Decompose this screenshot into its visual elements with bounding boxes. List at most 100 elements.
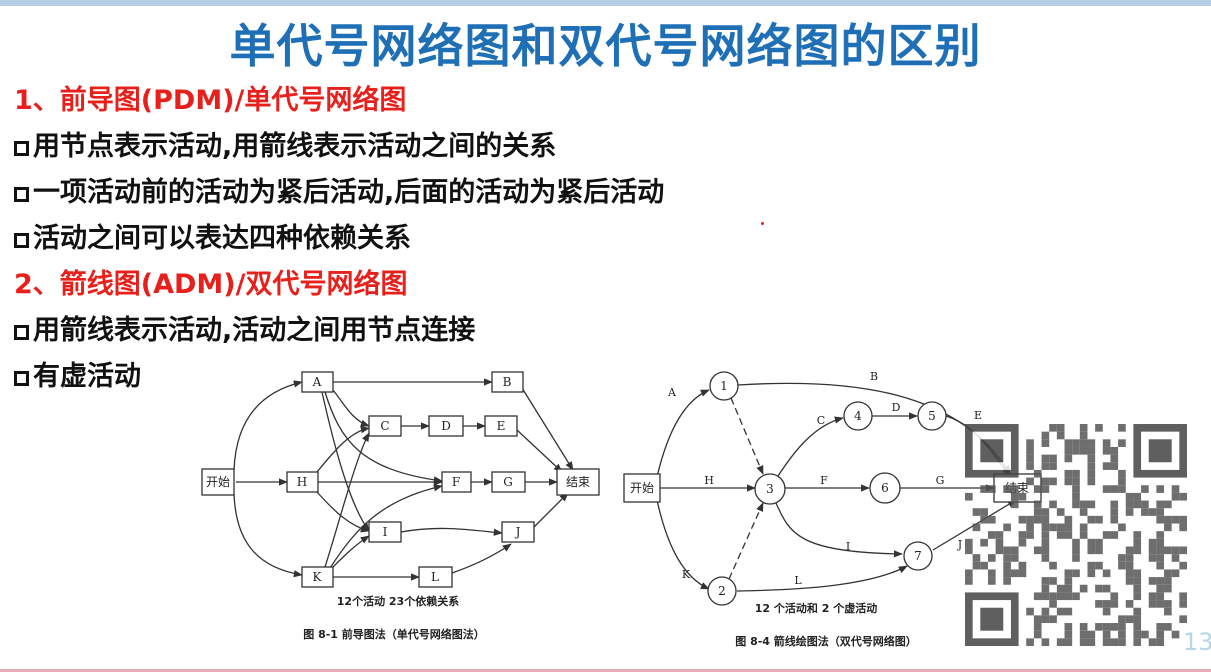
- adm-label-3: 3: [766, 482, 774, 496]
- checkbox-bullet-icon: [14, 233, 29, 248]
- adm-heading: 2、箭线图(ADM)/双代号网络图: [14, 269, 408, 300]
- pdm-node-a: [301, 371, 334, 393]
- adm-caption: 图 8-4 箭线绘图法（双代号网络图）: [735, 634, 917, 648]
- adm-point-1-text: 用箭线表示活动,活动之间用节点连接: [33, 315, 476, 346]
- adm-node-6: [869, 472, 901, 504]
- adm-label-2: 2: [718, 584, 726, 598]
- adm-edge-label-c: C: [817, 414, 825, 427]
- pdm-label-f: F: [452, 475, 460, 489]
- pdm-node-c: [368, 415, 402, 437]
- pdm-label-d: D: [441, 419, 451, 433]
- pdm-node-j: [501, 521, 535, 543]
- pdm-node-labels: 开始 A B C D E H F G 结束 I J K L 12个活动 23个依…: [206, 375, 590, 641]
- pdm-label-start: 开始: [206, 475, 230, 489]
- pdm-node-i: [368, 521, 402, 543]
- pdm-point-2-text: 一项活动前的活动为紧后活动,后面的活动为紧后活动: [33, 177, 665, 208]
- pdm-node-f: [441, 471, 472, 493]
- pdm-label-a: A: [312, 375, 322, 389]
- pdm-point-1: 用节点表示活动,用箭线表示活动之间的关系: [14, 124, 556, 163]
- adm-edge-l: [736, 565, 908, 592]
- pdm-label-end: 结束: [566, 475, 590, 489]
- adm-edge-label-j: J: [957, 538, 962, 551]
- adm-node-start: [623, 473, 661, 503]
- pdm-label-j: J: [514, 525, 521, 539]
- pdm-node-g: [491, 471, 526, 493]
- pdm-node-l: [418, 566, 453, 588]
- bottom-accent-bar: [0, 669, 1211, 672]
- pdm-node-b: [491, 371, 524, 393]
- pdm-edge-b-end: [521, 387, 574, 471]
- pdm-label-h: H: [297, 475, 307, 489]
- pdm-heading: 1、前导图(PDM)/单代号网络图: [14, 85, 407, 116]
- adm-edge-label-d: D: [892, 401, 901, 414]
- adm-labels: 开始 1 2 3 4 5 6 7 结束 A B C D E F G H I J …: [630, 370, 1029, 648]
- pdm-edge-start-a: [233, 380, 303, 471]
- qr-code-image: [965, 424, 1187, 646]
- adm-edge-label-b: B: [870, 370, 878, 383]
- pdm-node-h: [286, 471, 319, 493]
- pdm-caption: 图 8-1 前导图法（单代号网络图法）: [303, 627, 485, 641]
- pdm-label-g: G: [503, 475, 513, 489]
- checkbox-bullet-icon: [14, 141, 29, 156]
- adm-point-2: 有虚活动: [14, 354, 141, 393]
- pdm-edge-h-c: [316, 426, 370, 473]
- adm-node-4: [843, 401, 873, 431]
- checkbox-bullet-icon: [14, 371, 29, 386]
- adm-node-3: [754, 473, 786, 505]
- pdm-point-3-text: 活动之间可以表达四种依赖关系: [33, 223, 411, 254]
- adm-node-7: [903, 541, 933, 571]
- adm-dummy-1-3: [730, 397, 764, 475]
- adm-edge-label-l: L: [794, 574, 802, 587]
- pdm-node-start: [201, 468, 235, 496]
- pdm-point-3: 活动之间可以表达四种依赖关系: [14, 216, 411, 255]
- adm-edge-label-i: I: [846, 540, 850, 553]
- adm-point-1: 用箭线表示活动,活动之间用节点连接: [14, 308, 475, 347]
- pdm-edge-h-i: [316, 491, 370, 533]
- pdm-label-k: K: [313, 570, 323, 584]
- adm-dummy-2-3: [728, 502, 764, 580]
- pdm-edge-start-k: [233, 493, 303, 578]
- adm-node-5: [917, 401, 947, 431]
- pdm-edge-i-j: [400, 527, 503, 536]
- adm-label-6: 6: [881, 481, 889, 495]
- pdm-node-k: [301, 566, 334, 588]
- pdm-label-b: B: [503, 375, 512, 389]
- pdm-edge-j-end: [532, 492, 569, 529]
- adm-edge-label-e: E: [974, 409, 982, 422]
- pdm-edge-a-c: [332, 389, 370, 427]
- pdm-label-i: I: [383, 525, 388, 539]
- adm-diagram: [623, 371, 1042, 606]
- pdm-edge-k-f: [329, 484, 443, 569]
- pdm-summary: 12个活动 23个依赖关系: [337, 594, 459, 608]
- adm-edge-label-k: K: [682, 568, 691, 581]
- adm-summary: 12 个活动和 2 个虚活动: [755, 601, 877, 615]
- pdm-edge-k-c: [324, 432, 370, 568]
- adm-edge-c: [777, 416, 844, 477]
- adm-point-2-text: 有虚活动: [33, 361, 141, 392]
- checkbox-bullet-icon: [14, 187, 29, 202]
- adm-edge-i: [775, 502, 903, 558]
- pdm-point-1-text: 用节点表示活动,用箭线表示活动之间的关系: [33, 131, 557, 162]
- adm-edge-label-h: H: [704, 474, 714, 487]
- adm-label-7: 7: [914, 549, 922, 563]
- adm-label-4: 4: [854, 409, 862, 423]
- pdm-label-l: L: [431, 570, 439, 584]
- pdm-edge-a-f: [324, 391, 443, 484]
- pdm-node-d: [428, 415, 464, 437]
- adm-edge-label-f: F: [820, 474, 828, 487]
- pdm-node-e: [484, 415, 518, 437]
- pdm-edge-l-j: [451, 543, 512, 574]
- red-dot-mark: [761, 222, 764, 225]
- adm-edge-label-a: A: [667, 386, 677, 399]
- adm-node-2: [707, 576, 737, 606]
- adm-label-5: 5: [928, 409, 936, 423]
- adm-label-1: 1: [720, 379, 728, 393]
- pdm-edge-a-i: [321, 391, 370, 532]
- adm-edge-k: [656, 499, 710, 590]
- pdm-point-2: 一项活动前的活动为紧后活动,后面的活动为紧后活动: [14, 170, 664, 209]
- page-number: 13: [1183, 628, 1211, 656]
- adm-label-start: 开始: [630, 481, 654, 495]
- adm-edge-a: [656, 389, 710, 478]
- pdm-diagram: [201, 371, 600, 588]
